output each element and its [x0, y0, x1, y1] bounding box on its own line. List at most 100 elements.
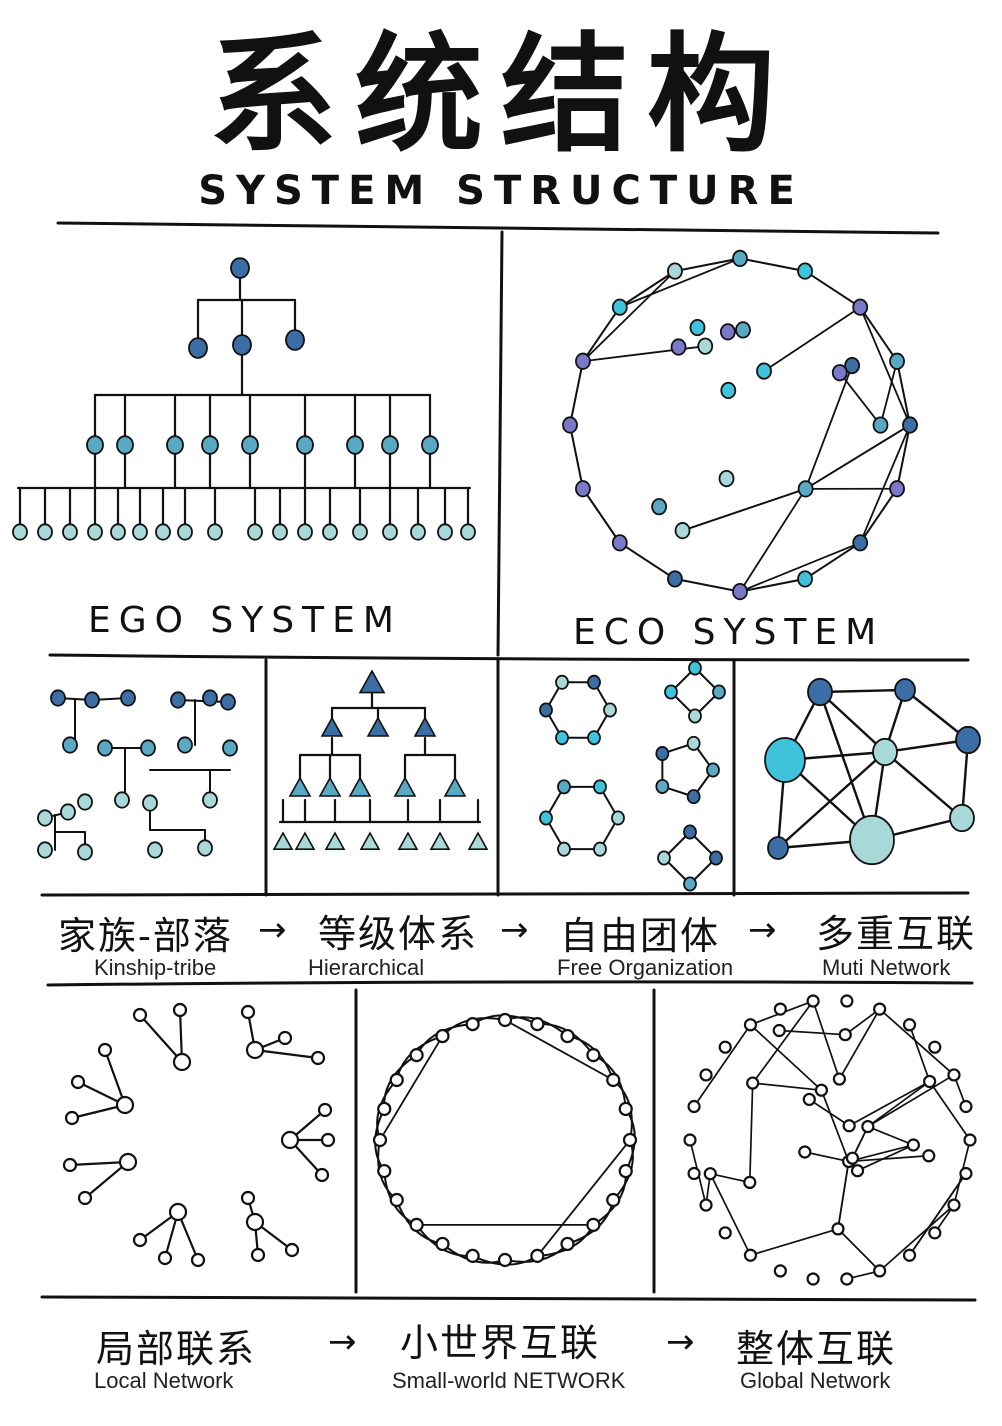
node: [593, 841, 607, 857]
node: [735, 321, 751, 339]
node: [177, 736, 193, 754]
node: [873, 1002, 887, 1016]
node: [389, 1192, 404, 1208]
node: [928, 1226, 942, 1240]
node: [166, 435, 184, 455]
connector-line: [504, 1019, 615, 1081]
connector-line: [859, 306, 911, 426]
node: [861, 1119, 875, 1134]
node: [963, 1133, 977, 1147]
node: [310, 1050, 326, 1066]
node: [77, 1190, 93, 1206]
node: [62, 523, 78, 541]
node: [674, 522, 691, 540]
connector-line: [804, 541, 862, 580]
divider-top-vertical: [496, 230, 504, 657]
connector-line: [709, 1172, 751, 1184]
divider-under-title: [56, 221, 940, 235]
connector-line: [751, 1082, 823, 1092]
node: [530, 1016, 545, 1032]
node: [557, 841, 571, 857]
node: [110, 523, 126, 541]
node: [732, 249, 748, 267]
node: [240, 1190, 256, 1206]
node: [285, 329, 305, 351]
node: [437, 523, 453, 541]
node: [207, 523, 223, 541]
node: [902, 1248, 917, 1262]
node: [358, 669, 386, 694]
node: [928, 1040, 942, 1054]
node: [798, 1145, 812, 1159]
multi-network-diagram: [764, 677, 981, 866]
connector-line: [749, 1228, 839, 1257]
arrow-icon: →: [500, 910, 529, 950]
connector-line: [582, 270, 676, 363]
connector-line: [837, 1228, 881, 1272]
divider-bottom-labels-top: [40, 1295, 977, 1302]
connector-line: [582, 487, 621, 544]
free-organization-diagram: [539, 660, 726, 892]
node: [718, 1226, 732, 1240]
local-network-diagram: [62, 1002, 336, 1268]
node: [922, 1149, 936, 1163]
node: [280, 1130, 300, 1150]
node: [247, 523, 263, 541]
connector-line: [879, 360, 898, 426]
connector-line: [618, 257, 741, 309]
node: [832, 1072, 846, 1086]
node: [60, 803, 76, 821]
node: [622, 1132, 638, 1148]
connector-line: [859, 306, 899, 363]
connector-line: [804, 364, 854, 490]
node: [959, 1166, 973, 1181]
connector-line: [896, 424, 911, 490]
node: [245, 1212, 265, 1232]
node: [611, 810, 625, 826]
connector-line: [83, 1160, 130, 1200]
connector-line: [379, 1035, 444, 1141]
node: [850, 1164, 865, 1178]
node: [906, 1138, 920, 1152]
eco-system-diagram: [562, 249, 918, 601]
node: [894, 678, 916, 702]
connector-line: [844, 1008, 881, 1036]
node: [296, 435, 314, 455]
node: [720, 381, 737, 400]
node: [772, 1023, 786, 1038]
node: [240, 1004, 256, 1020]
node: [651, 498, 668, 516]
connector-line: [838, 1008, 881, 1080]
node: [831, 364, 848, 382]
node: [443, 776, 467, 797]
node: [435, 1236, 450, 1252]
node: [172, 1052, 192, 1072]
node: [686, 735, 701, 751]
node: [849, 814, 895, 866]
node: [618, 1163, 633, 1179]
node: [389, 1072, 404, 1088]
connector-line: [856, 1144, 915, 1172]
node: [272, 831, 294, 851]
node: [410, 523, 426, 541]
node: [116, 435, 134, 455]
node: [683, 1133, 697, 1147]
stage-free-org-cn: 自由团体: [560, 914, 721, 958]
node: [683, 876, 697, 892]
node: [686, 789, 701, 805]
connector-line: [928, 1080, 971, 1141]
node: [593, 779, 607, 795]
connector-line: [253, 1048, 320, 1060]
node: [688, 708, 702, 724]
node: [687, 1166, 701, 1181]
node: [202, 791, 218, 809]
node: [606, 1192, 621, 1208]
connector-line: [103, 1048, 127, 1107]
connector-line: [618, 270, 676, 309]
connector-line: [818, 690, 874, 842]
connector-line: [569, 424, 584, 490]
node: [359, 831, 381, 851]
connector-line: [804, 270, 862, 309]
node: [773, 1002, 787, 1016]
kinship-tribe-diagram: [37, 689, 238, 861]
